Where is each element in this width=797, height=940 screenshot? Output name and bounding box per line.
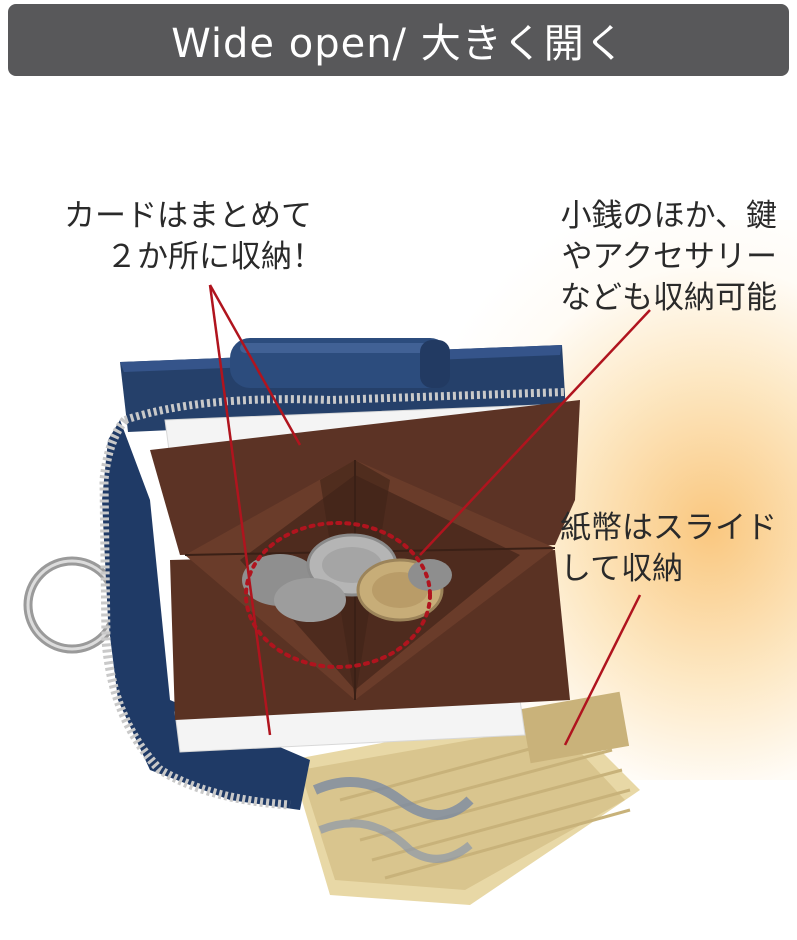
coins-callout-line1: 小銭のほか、鍵 [560, 198, 777, 234]
page-title: Wide open/ 大きく開く [171, 21, 626, 67]
coins-callout-line2: やアクセサリー [561, 239, 777, 275]
bills-callout-line2: して収納 [560, 551, 684, 587]
bills-callout-line1: 紙幣はスライド [560, 510, 777, 546]
cards-callout-line2: ２か所に収納！ [106, 239, 323, 275]
bills-callout: 紙幣はスライド して収納 [560, 508, 777, 590]
coins-callout-line3: なども収納可能 [560, 280, 777, 316]
coin-highlight-circle [244, 521, 432, 669]
coins-callout: 小銭のほか、鍵 やアクセサリー なども収納可能 [560, 196, 777, 319]
leader-lines [208, 284, 651, 746]
coins [242, 533, 452, 622]
header-bar: Wide open/ 大きく開く [8, 4, 789, 76]
cards-callout: カードはまとめて ２か所に収納！ [64, 196, 323, 278]
banknotes [290, 691, 640, 905]
cards-callout-line1: カードはまとめて [64, 198, 312, 234]
